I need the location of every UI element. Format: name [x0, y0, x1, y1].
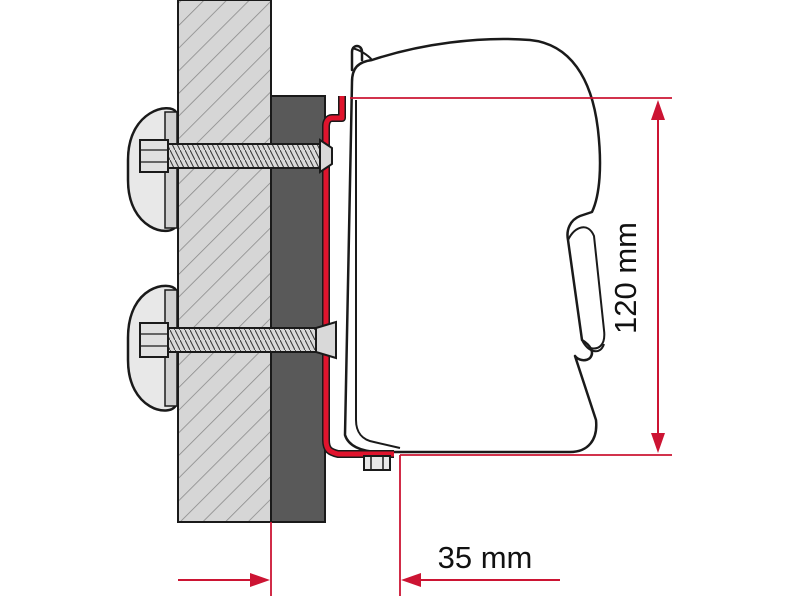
lower-bolt — [126, 284, 337, 412]
adapter-rail — [322, 96, 394, 458]
awning-inner-line — [355, 100, 401, 449]
height-dimension: 120 mm — [350, 97, 672, 456]
wall-section — [177, 0, 272, 523]
offset-dimension-label: 35 mm — [438, 540, 533, 575]
offset-dimension: 35 mm — [178, 455, 560, 596]
top-hook — [350, 44, 364, 72]
bottom-nut — [363, 455, 391, 471]
height-dimension-label: 120 mm — [608, 222, 643, 334]
upper-bolt — [126, 107, 333, 233]
awning-housing — [343, 37, 606, 454]
